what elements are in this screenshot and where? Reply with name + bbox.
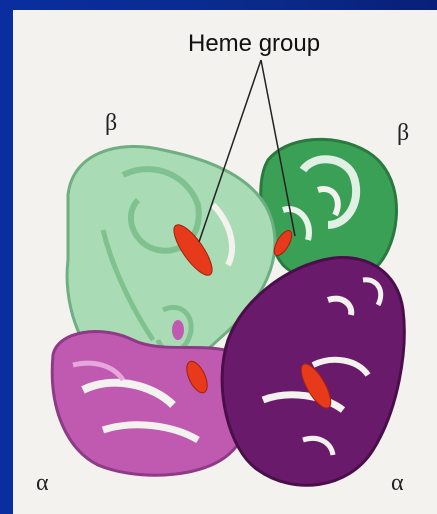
heme-group-label: Heme group: [188, 30, 320, 58]
beta-label-right: β: [397, 120, 409, 147]
alpha-label-right: α: [391, 470, 404, 497]
hemoglobin-diagram: [13, 10, 437, 514]
hemoglobin-figure: Heme group β β α α: [13, 10, 437, 514]
alpha-label-left: α: [36, 470, 49, 497]
beta-label-left: β: [105, 110, 117, 137]
